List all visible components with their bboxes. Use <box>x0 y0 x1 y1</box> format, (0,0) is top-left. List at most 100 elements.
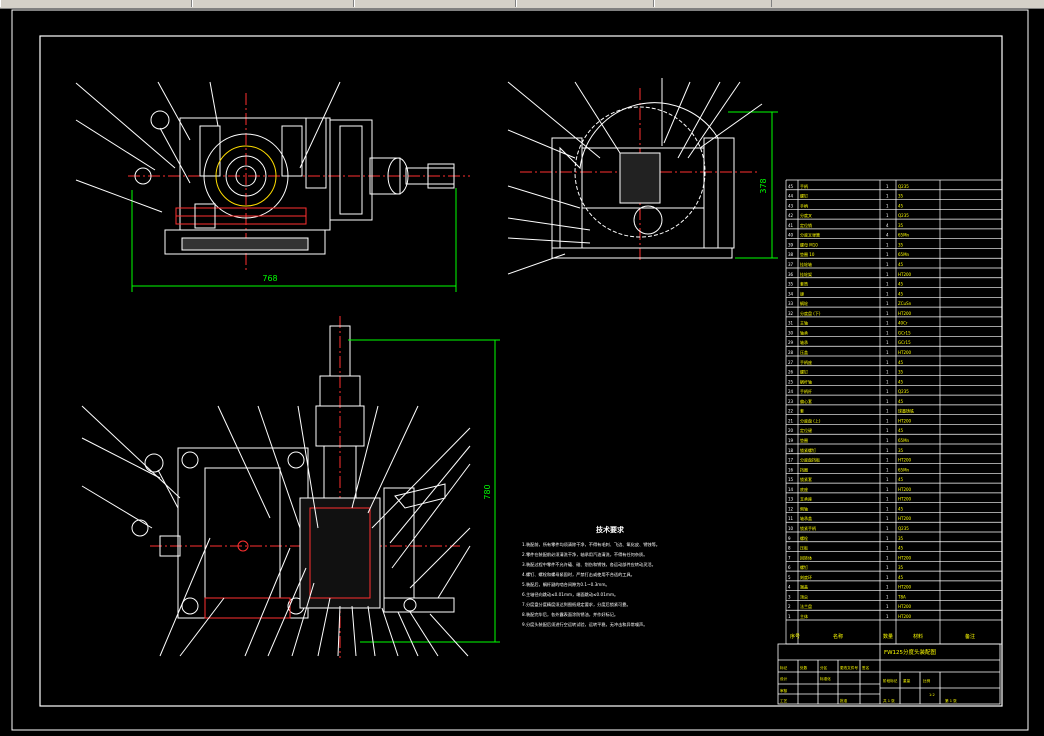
bom-row-material: 35 <box>898 565 904 570</box>
bom-row-material: 65Mn <box>898 252 910 257</box>
bom-row-qty: 1 <box>886 565 889 570</box>
toolbar-segment <box>192 0 354 7</box>
bom-row-name: 压板 <box>800 545 808 551</box>
title-block <box>777 643 1001 705</box>
title-cell: 分区 <box>820 665 828 670</box>
bom-row-material: Q235 <box>898 389 909 394</box>
title-cell: 阶段标记 <box>883 678 898 683</box>
tech-line: 5.装配后，蜗杆副的啮合间隙为0.1~0.3mm。 <box>522 581 610 588</box>
bom-row-no: 15 <box>788 477 794 482</box>
bom-row-no: 18 <box>788 448 794 453</box>
bom-row-no: 14 <box>788 487 794 492</box>
bom-row-no: 12 <box>788 506 794 511</box>
bom-row-name: 定位键 <box>800 427 812 433</box>
bom-row-qty: 1 <box>886 340 889 345</box>
scale-value: 1:2 <box>929 693 935 697</box>
bom-row-material: 40Cr <box>898 321 908 326</box>
bom-row-name: 轴承 <box>800 339 808 345</box>
bom-row-material: 45 <box>898 379 904 384</box>
bom-row-material: Q235 <box>898 526 909 531</box>
bom-row-no: 45 <box>788 184 794 189</box>
bom-row-material: 45 <box>898 428 904 433</box>
bom-row-name: 回转体 <box>800 554 812 560</box>
bom-row-qty: 1 <box>886 203 889 208</box>
title-cell: 设计 <box>780 676 788 681</box>
bom-row-no: 11 <box>788 516 794 521</box>
title-cell: 工艺 <box>780 698 788 703</box>
bom-row-qty: 1 <box>886 301 889 306</box>
bom-row-no: 20 <box>788 428 794 433</box>
bom-row-no: 25 <box>788 379 794 384</box>
bom-row-qty: 1 <box>886 448 889 453</box>
bom-row-qty: 1 <box>886 487 889 492</box>
bom-row-no: 33 <box>788 301 794 306</box>
bom-row-material: HT200 <box>898 350 912 355</box>
bom-row-qty: 1 <box>886 399 889 404</box>
title-cell: 更改文件号 <box>840 665 858 670</box>
bom-row-material: 45 <box>898 203 904 208</box>
title-cell: 共 1 张 <box>883 698 895 703</box>
bom-row-qty: 1 <box>886 262 889 267</box>
bom-row-name: 侧轴 <box>800 505 808 511</box>
bom-row-material: 35 <box>898 223 904 228</box>
bom-row-no: 44 <box>788 194 794 199</box>
bom-row-qty: 1 <box>886 194 889 199</box>
bom-row-qty: 1 <box>886 575 889 580</box>
bom-row-no: 16 <box>788 467 794 472</box>
bom-row-name: 键 <box>800 290 804 296</box>
bom-row-name: 螺栓 <box>800 535 808 541</box>
bom-row-qty: 1 <box>886 497 889 502</box>
bom-row-name: 挂轮架 <box>800 271 812 277</box>
title-cell: 比例 <box>923 678 931 683</box>
bom-row-no: 39 <box>788 242 794 247</box>
bom-row-qty: 1 <box>886 330 889 335</box>
bom-row-no: 10 <box>788 526 794 531</box>
tech-line: 6.主轴径向跳动≤0.01mm，端面跳动≤0.01mm。 <box>522 591 618 598</box>
section-view <box>81 316 500 658</box>
bom-row-material: HT200 <box>898 497 912 502</box>
bom-row-material: ZCuSn <box>898 301 912 306</box>
bom-row-qty: 1 <box>886 604 889 609</box>
bom-header-qty: 数量 <box>883 633 893 640</box>
bom-row-name: 锁紧螺钉 <box>800 447 816 453</box>
bom-row-name: 手柄座 <box>800 359 812 365</box>
bom-row-qty: 1 <box>886 467 889 472</box>
bom-row-qty: 1 <box>886 389 889 394</box>
bom-row-name: 端盖 <box>800 584 808 590</box>
bom-row-qty: 4 <box>886 223 889 228</box>
bom-row-qty: 1 <box>886 438 889 443</box>
bom-row-no: 42 <box>788 213 794 218</box>
bom-row-qty: 1 <box>886 184 889 189</box>
bom-row-no: 9 <box>788 536 791 541</box>
bom-row-material: 45 <box>898 282 904 287</box>
bom-row-no: 34 <box>788 291 794 296</box>
bom-header-note: 备注 <box>965 633 975 640</box>
side-view <box>507 78 778 275</box>
bom-row-no: 27 <box>788 360 794 365</box>
bom-row-no: 5 <box>788 575 791 580</box>
cad-viewport[interactable]: 768 378 <box>0 8 1044 732</box>
bom-row-material: 45 <box>898 262 904 267</box>
bom-row-qty: 1 <box>886 516 889 521</box>
bom-row-no: 29 <box>788 340 794 345</box>
bom-row-no: 1 <box>788 614 791 619</box>
bom-row-name: 垫圈 10 <box>800 251 815 257</box>
bom-row-material: 45 <box>898 575 904 580</box>
bom-row-name: 顶尖 <box>800 593 808 599</box>
bom-row-qty: 1 <box>886 360 889 365</box>
bom-row-material: 45 <box>898 399 904 404</box>
bom-row-name: 分度盘挡板 <box>800 457 820 463</box>
dim-vertical-label: 780 <box>483 484 492 499</box>
title-cell: 重量 <box>903 678 911 683</box>
toolbar-segment <box>516 0 654 7</box>
toolbar-segment <box>354 0 516 7</box>
bom-row-name: 刻度环 <box>800 574 812 580</box>
dim-height-label: 378 <box>759 178 768 193</box>
bom-row-no: 26 <box>788 370 794 375</box>
title-cell: 第 1 张 <box>945 698 957 703</box>
bom-row-material: HT200 <box>898 272 912 277</box>
bom-row-name: 手柄 <box>800 183 808 189</box>
bom-header-material: 材料 <box>913 633 923 640</box>
bom-row-no: 3 <box>788 594 791 599</box>
bom-row-qty: 1 <box>886 291 889 296</box>
